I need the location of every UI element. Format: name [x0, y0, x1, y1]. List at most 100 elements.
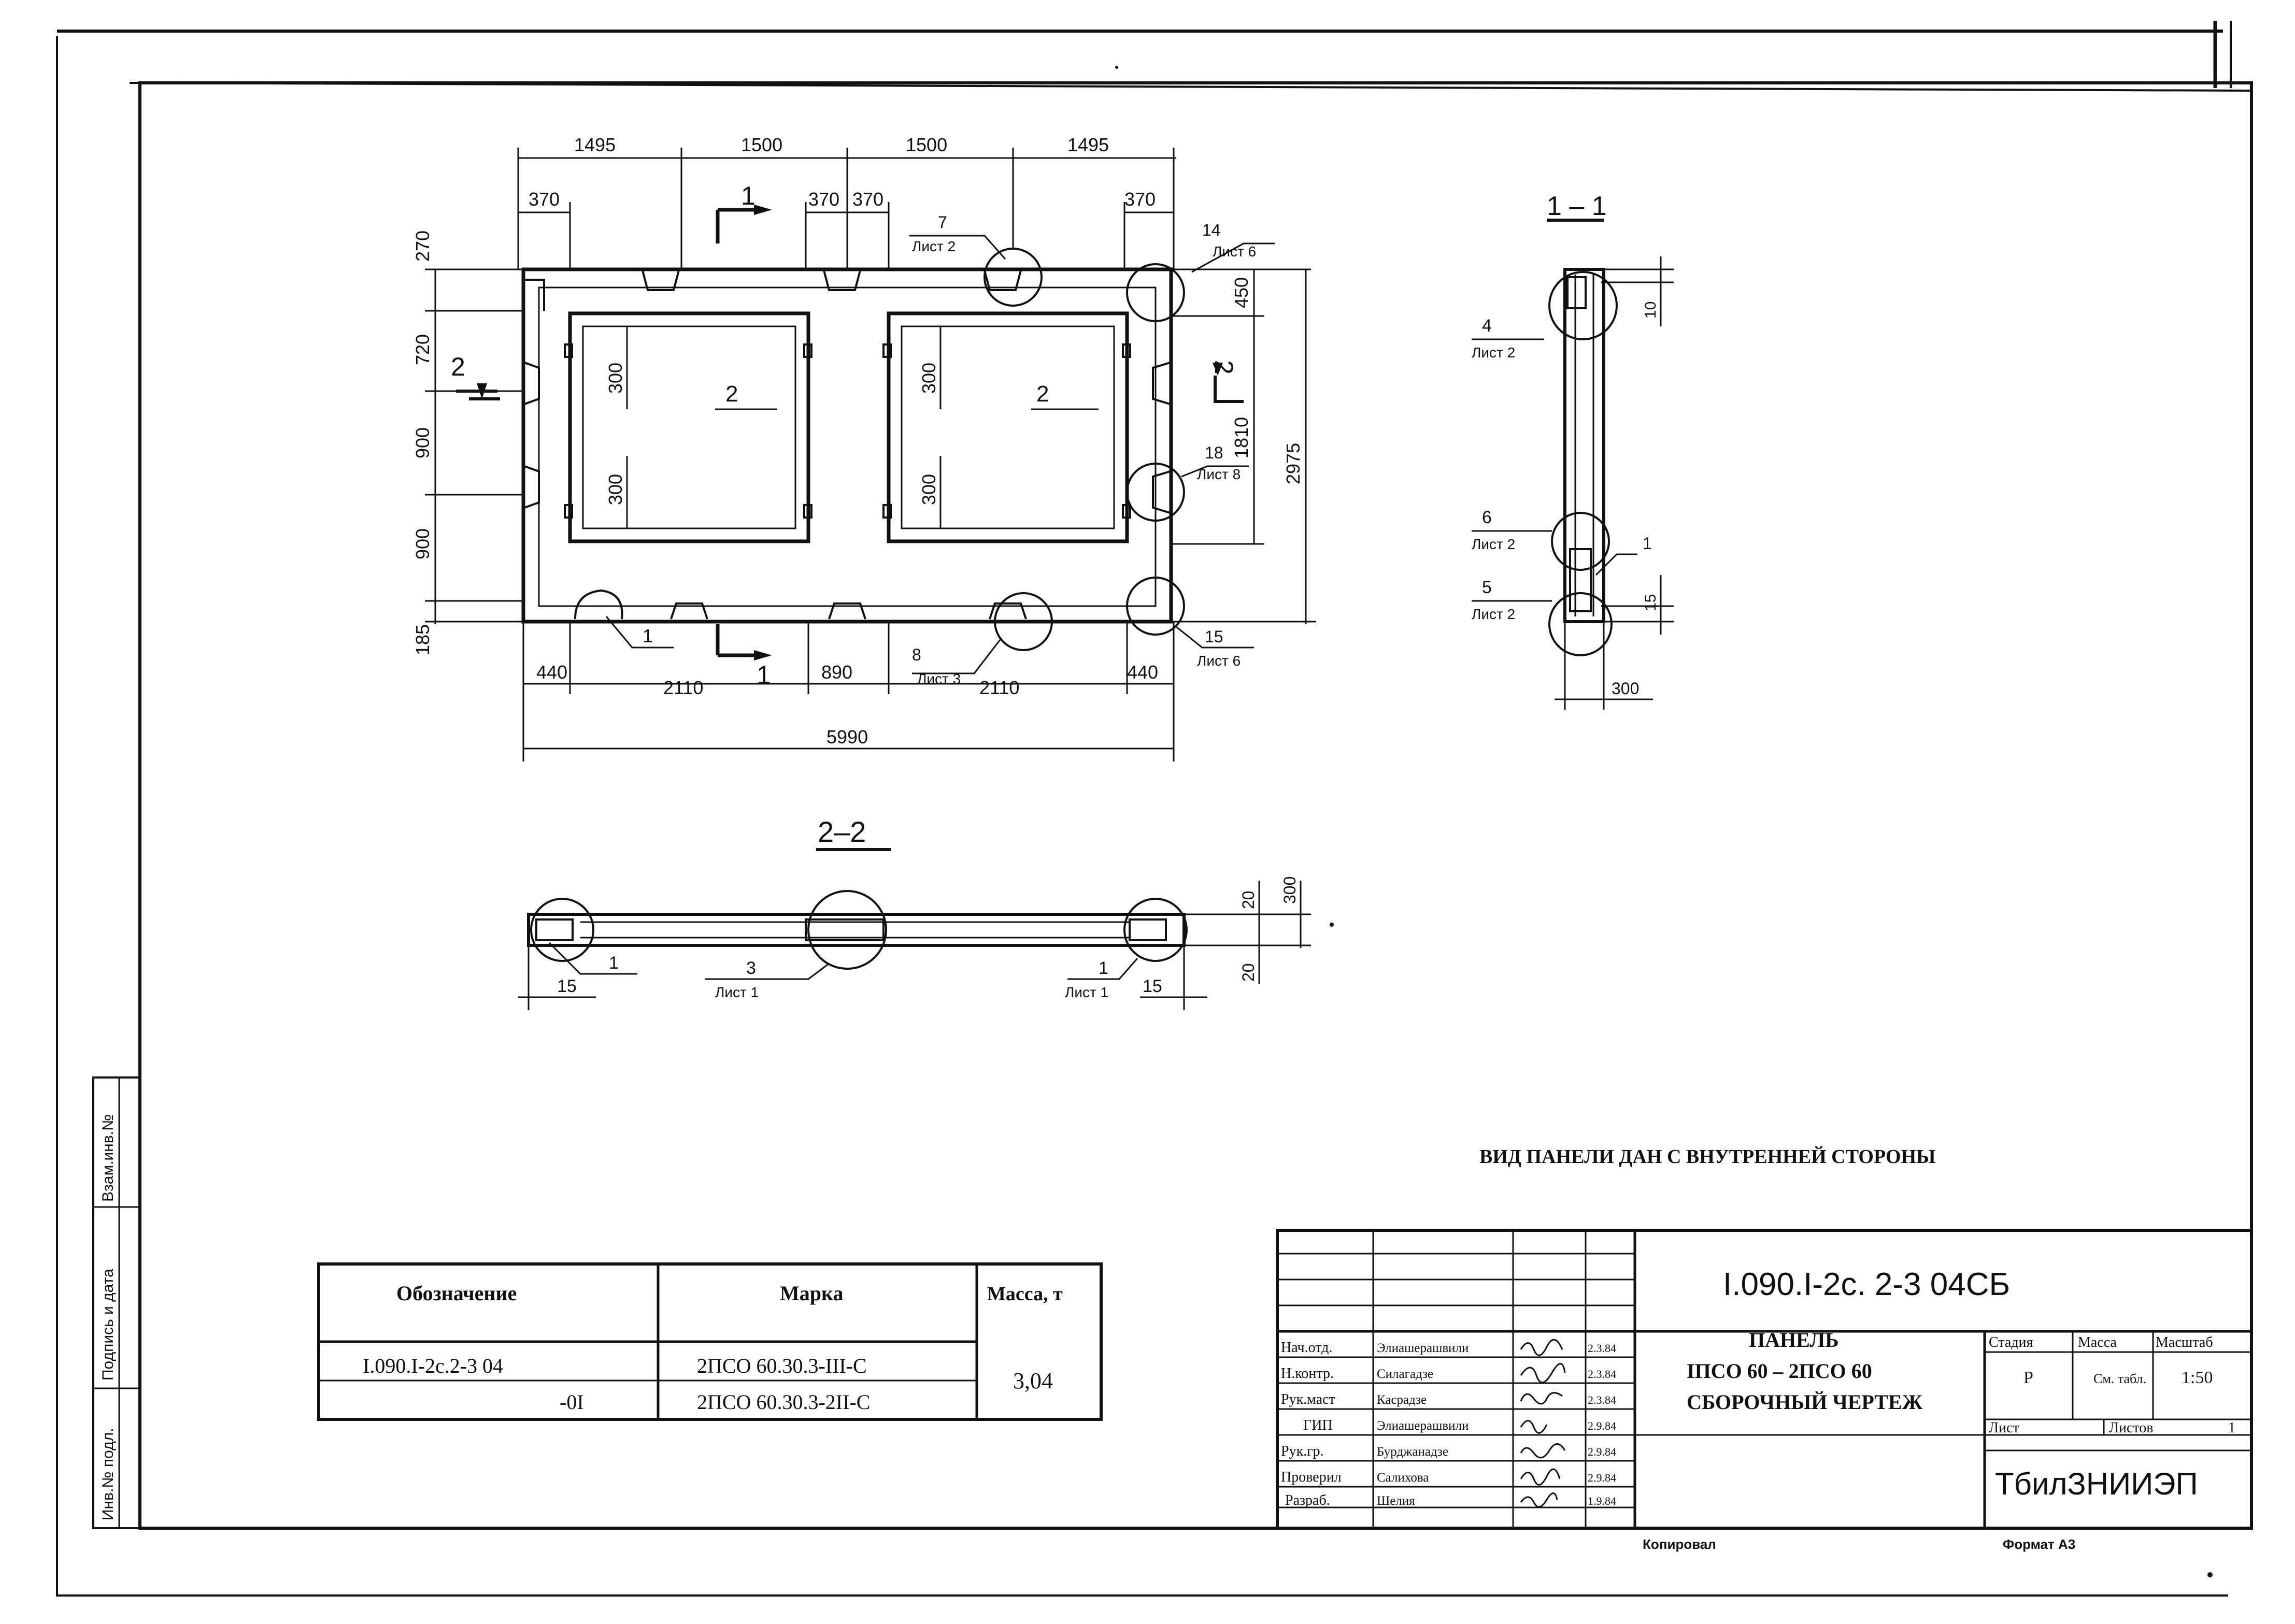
dim-top-4: 1495: [1067, 134, 1109, 155]
role-4: ГИП: [1303, 1417, 1333, 1433]
dim-right-3: 2975: [1282, 443, 1304, 484]
spec-mass: 3,04: [1013, 1368, 1053, 1393]
date-4: 2.9.84: [1588, 1419, 1616, 1432]
dim-window-3: 300: [918, 363, 939, 394]
sheets-label: Листов: [2109, 1420, 2154, 1436]
mass-value: См. табл.: [2093, 1371, 2146, 1386]
window-left: [568, 311, 810, 543]
name-5: Бурджанадзе: [1377, 1445, 1448, 1459]
role-2: Н.контр.: [1281, 1366, 1334, 1382]
organization-name: ТбилЗНИИЭП: [1995, 1467, 2198, 1501]
dim-left-5: 185: [412, 624, 433, 655]
s22-callout-1-sheet: Лист 1: [1065, 984, 1108, 1000]
dim-right-1: 450: [1231, 277, 1252, 308]
callout-14-sheet: Лист 6: [1213, 243, 1256, 260]
dim-right-2: 1810: [1231, 417, 1252, 458]
stage-value: Р: [2023, 1368, 2033, 1387]
stage-label: Стадия: [1989, 1334, 2033, 1350]
title-line-1: ПАНЕЛЬ: [1749, 1328, 1839, 1352]
section-1-1-title: 1 – 1: [1547, 191, 1607, 221]
s22-dim-15-left: 15: [557, 976, 577, 996]
copied-label: Копировал: [1643, 1536, 1716, 1552]
role-5: Рук.гр.: [1281, 1443, 1324, 1459]
dim-left-4: 900: [412, 528, 433, 559]
s22-callout-3-sheet: Лист 1: [715, 984, 759, 1000]
title-line-2: IПСО 60 – 2ПСО 60: [1687, 1359, 1872, 1383]
dim-sub-2: 370: [808, 189, 839, 210]
name-1: Элиашерашвили: [1377, 1341, 1469, 1355]
section-mark-2-right: 2: [1209, 360, 1238, 375]
side-stamp-inv: Инв.№ подл.: [99, 1428, 117, 1520]
dim-window-2: 300: [605, 474, 626, 505]
panel-plan: [521, 235, 1275, 674]
name-7: Шелия: [1377, 1494, 1415, 1508]
spec-header-mark: Марка: [780, 1282, 843, 1305]
dim-bottom-1: 440: [536, 662, 567, 683]
spec-header-designation: Обозначение: [396, 1282, 517, 1305]
mass-label: Масса: [2078, 1334, 2117, 1350]
s11-dim-300: 300: [1612, 679, 1639, 698]
plan-leader-1: 1: [643, 625, 653, 646]
dim-left-1: 270: [412, 231, 433, 262]
title-block: [1276, 1229, 2253, 1530]
plan-dimensions: [425, 148, 1316, 761]
dim-left-3: 900: [412, 427, 433, 458]
s22-dim-15-right: 15: [1143, 976, 1162, 996]
spec-row-1-mark: 2ПСО 60.30.3-III-С: [697, 1354, 867, 1377]
date-5: 2.9.84: [1588, 1445, 1616, 1458]
s11-callout-6-num: 6: [1482, 508, 1492, 527]
title-line-3: СБОРОЧНЫЙ ЧЕРТЕЖ: [1687, 1390, 1923, 1414]
s11-dim-10: 10: [1642, 301, 1659, 319]
date-3: 2.3.84: [1588, 1393, 1616, 1406]
s11-callout-4-num: 4: [1482, 316, 1492, 336]
callout-14-num: 14: [1202, 221, 1221, 239]
section-1-1: [1472, 219, 1674, 710]
s22-dim-20-top: 20: [1239, 890, 1258, 909]
plan-dim-texts: 1495 1500 1500 1495 370 370 370 370 270 …: [412, 134, 1304, 748]
dim-top-2: 1500: [741, 134, 782, 155]
role-6: Проверил: [1281, 1469, 1342, 1485]
s22-leader-1: 1: [609, 953, 619, 973]
callout-18-sheet: Лист 8: [1197, 466, 1241, 482]
dim-sub-4: 370: [1124, 189, 1156, 210]
callout-7-sheet: Лист 2: [912, 238, 956, 254]
signatures: [1520, 1339, 1566, 1508]
title-block-texts: I.090.I-2с. 2-3 04СБ ПАНЕЛЬ IПСО 60 – 2П…: [1281, 1267, 2235, 1552]
callout-15-num: 15: [1205, 627, 1223, 646]
s11-callout-4-sheet: Лист 2: [1472, 344, 1515, 361]
format-label: Формат А3: [2003, 1536, 2075, 1552]
section-2-2-title: 2–2: [818, 815, 866, 848]
s22-callout-3-num: 3: [746, 958, 756, 978]
section-1-1-texts: 1 – 1 4 Лист 2 6 Лист 2 5 Лист 2 10 15 3…: [1472, 191, 1659, 698]
name-3: Касрадзе: [1377, 1393, 1427, 1407]
dim-bottom-3: 890: [821, 662, 852, 683]
callout-15-sheet: Лист 6: [1197, 653, 1241, 669]
name-4: Элиашерашвили: [1377, 1419, 1469, 1433]
date-6: 2.9.84: [1588, 1471, 1616, 1484]
role-1: Нач.отд.: [1281, 1340, 1332, 1356]
sheets-value: 1: [2228, 1420, 2235, 1436]
side-stamp-replace: Взам.инв.№: [99, 1114, 117, 1202]
dim-window-1: 300: [605, 363, 626, 394]
s11-callout-5-sheet: Лист 2: [1472, 606, 1515, 622]
date-1: 2.3.84: [1588, 1342, 1616, 1355]
spec-table: [317, 1262, 1103, 1421]
callout-8-sheet: Лист 3: [917, 671, 961, 687]
name-2: Силагадзе: [1377, 1367, 1433, 1381]
spec-row-2-mark: 2ПСО 60.30.3-2II-С: [697, 1390, 870, 1414]
callout-8-num: 8: [912, 645, 921, 664]
s11-dim-15: 15: [1642, 594, 1659, 611]
spec-header-mass: Масса, т: [987, 1283, 1063, 1305]
section-2-2: [518, 848, 1311, 1010]
dim-top-3: 1500: [906, 134, 947, 155]
dim-total-width: 5990: [826, 726, 868, 748]
dim-bottom-4: 2110: [979, 677, 1019, 698]
role-7: Разраб.: [1285, 1492, 1330, 1508]
role-3: Рук.маст: [1281, 1391, 1335, 1407]
sheet-frame: [56, 21, 2253, 1597]
side-stamp: [92, 1076, 141, 1529]
section-mark-1-bottom: 1: [757, 660, 771, 689]
stray-marks: [1115, 66, 2213, 1577]
scale-value: 1:50: [2182, 1368, 2213, 1387]
